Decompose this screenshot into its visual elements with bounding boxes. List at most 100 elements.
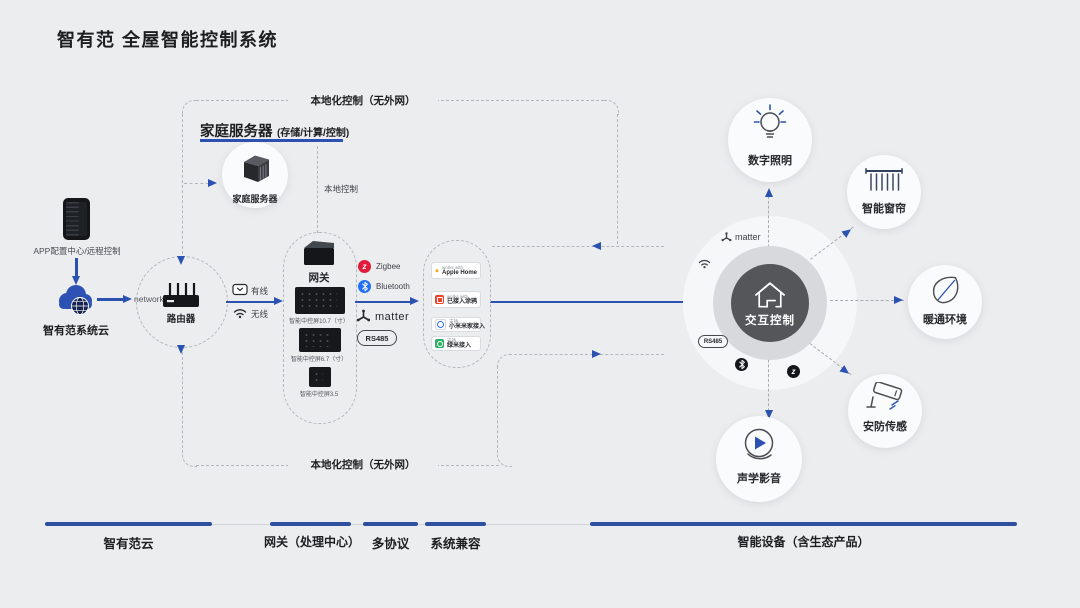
- loop-corner: [497, 452, 512, 467]
- hub-matter-label: matter: [735, 232, 761, 242]
- arrow-up: [764, 188, 773, 197]
- aqara-badge: 支持 绿米接入: [431, 336, 481, 351]
- wireless-label: 无线: [251, 309, 269, 319]
- mijia-icon: [435, 319, 446, 330]
- gateway-icon: [304, 241, 334, 265]
- loop-left-line: [182, 114, 183, 254]
- arrow-cloud-to-router: [97, 298, 123, 301]
- control-panel-10-image: [295, 287, 345, 314]
- legend-baseline: [45, 523, 1017, 525]
- hub-rs485-badge: RS485: [698, 335, 728, 348]
- badge-line1: 支持: [449, 318, 458, 324]
- hub-label: 交互控制: [745, 314, 795, 327]
- loop-right-line: [616, 114, 618, 244]
- legend-label-protocols: 多协议: [371, 537, 410, 551]
- badge-line2: Apple Home: [441, 269, 477, 276]
- hub-matter-icon: [721, 232, 732, 242]
- hub-line-down: [768, 340, 769, 416]
- control-panel-10-label: 智能中控屏10.7（寸）: [289, 319, 349, 325]
- badge-line2: 小米米家接入: [449, 323, 486, 330]
- page-title: 智有范 全屋智能控制系统: [57, 30, 278, 50]
- router-icon: [163, 283, 199, 307]
- badge-line2: 已接入涂鸦: [447, 298, 478, 305]
- arrow-right: [894, 295, 903, 304]
- loop-corner-line: [497, 366, 498, 453]
- satellite-lighting-label: 数字照明: [748, 155, 792, 167]
- apple-home-badge: works with Apple Home: [431, 262, 481, 279]
- arrow-right: [274, 297, 283, 306]
- wifi-icon: [233, 309, 247, 319]
- legend-bar-gateway: [270, 522, 351, 526]
- cloud-icon: [59, 285, 92, 315]
- cloud-label: 智有范系统云: [43, 325, 109, 337]
- hub-line-right: [830, 300, 904, 301]
- app-config-label: APP配置中心/远程控制: [33, 246, 121, 256]
- loop-left-line: [182, 352, 183, 453]
- legend-bar-protocols: [363, 522, 418, 526]
- local-control-label: 本地控制: [324, 184, 359, 194]
- matter-icon: [356, 309, 371, 322]
- hub-forward-line: [509, 354, 664, 355]
- bluetooth-label: Bluetooth: [376, 282, 410, 291]
- loop-bottom-label: 本地化控制（无外网）: [288, 457, 438, 472]
- arrow-down-right: [839, 365, 852, 377]
- satellite-lighting: [728, 98, 812, 182]
- tuya-icon: [435, 295, 444, 304]
- local-control-line: [317, 146, 318, 233]
- hub-zigbee-icon: z: [787, 365, 800, 378]
- gateway-capsule: [283, 232, 357, 424]
- arrow-down: [177, 256, 185, 265]
- loop-corner: [497, 354, 512, 369]
- legend-bar-cloud: [45, 522, 212, 526]
- hub-core: 交互控制: [731, 264, 809, 342]
- arrow-down: [177, 345, 185, 354]
- hub-bluetooth-icon: [735, 358, 748, 371]
- server-icon: [244, 155, 269, 182]
- badge-line2: 绿米接入: [447, 342, 472, 349]
- legend-label-devices: 智能设备（含生态产品）: [737, 535, 870, 549]
- server-heading-text: 家庭服务器: [200, 124, 273, 140]
- legend-bar-devices: [590, 522, 1017, 526]
- arrow-right: [208, 179, 217, 188]
- arrow-down: [71, 276, 80, 285]
- zigbee-icon: z: [358, 260, 371, 273]
- arrow-right: [410, 297, 419, 306]
- line-badges-to-hub: [490, 300, 720, 303]
- control-panel-6-label: 智能中控屏6.7（寸）: [290, 357, 348, 363]
- tuya-badge: works with 已接入涂鸦: [431, 291, 481, 308]
- arrow-router-to-gateway: [226, 300, 276, 303]
- legend-label-cloud: 智有范云: [103, 537, 154, 551]
- server-heading-underline: [200, 139, 343, 142]
- arrow-left: [592, 242, 601, 250]
- router-label: 路由器: [166, 314, 196, 325]
- aqara-icon: [435, 339, 444, 348]
- satellite-security-label: 安防传感: [863, 421, 907, 433]
- satellite-hvac-label: 暖通环境: [923, 314, 967, 326]
- gateway-label: 网关: [308, 272, 330, 284]
- legend-bar-compat: [425, 522, 486, 526]
- satellite-curtain-label: 智能窗帘: [862, 203, 906, 215]
- server-branch-line: [184, 183, 209, 184]
- server-heading-note: (存储/计算/控制): [276, 128, 350, 139]
- server-heading: 家庭服务器 (存储/计算/控制): [200, 120, 349, 141]
- control-panel-6-image: [299, 328, 341, 352]
- badge-line1: 支持: [447, 337, 456, 343]
- rs485-badge: RS485: [357, 330, 397, 346]
- loop-corner: [182, 452, 197, 467]
- leaf-icon: [932, 276, 959, 304]
- media-play-icon: [744, 428, 774, 460]
- legend-label-compat: 系统兼容: [430, 537, 481, 551]
- hub-line-up: [768, 196, 769, 262]
- light-bulb-icon: [753, 104, 787, 138]
- satellite-curtain: [847, 155, 921, 229]
- wired-label: 有线: [251, 286, 269, 296]
- arrow-phone-to-cloud: [75, 258, 78, 276]
- bluetooth-icon: [358, 280, 371, 293]
- arrow-right: [592, 350, 601, 358]
- hub-wifi-icon: [698, 259, 711, 269]
- cctv-camera-icon: [866, 382, 903, 410]
- control-panel-3-label: 智能中控屏3.5: [299, 392, 339, 398]
- hub-return-line: [492, 246, 664, 247]
- wired-icon: [232, 283, 248, 296]
